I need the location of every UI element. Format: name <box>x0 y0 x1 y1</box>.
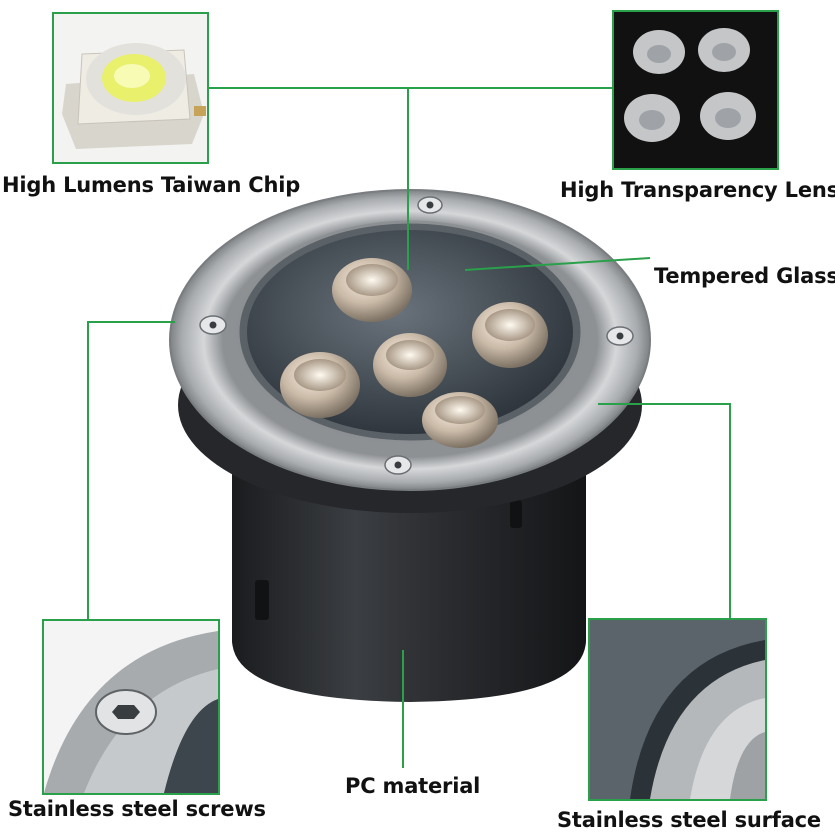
label-glass: Tempered Glass <box>654 264 835 288</box>
screw-inset <box>42 619 220 795</box>
chip-inset <box>52 12 209 164</box>
label-pc: PC material <box>345 774 481 798</box>
surface-inset <box>588 618 767 801</box>
leader-lines <box>87 87 731 768</box>
led-chip-icon <box>54 14 207 162</box>
led-lens-group <box>280 258 548 448</box>
label-chip: High Lumens Taiwan Chip <box>2 173 301 197</box>
label-screws: Stainless steel screws <box>8 797 266 821</box>
lens-inset <box>612 10 779 170</box>
label-lens: High Transparency Lens <box>560 178 835 202</box>
lens-cluster-icon <box>614 12 777 168</box>
label-surface: Stainless steel surface <box>557 808 821 832</box>
hex-screw-icon <box>199 196 634 475</box>
